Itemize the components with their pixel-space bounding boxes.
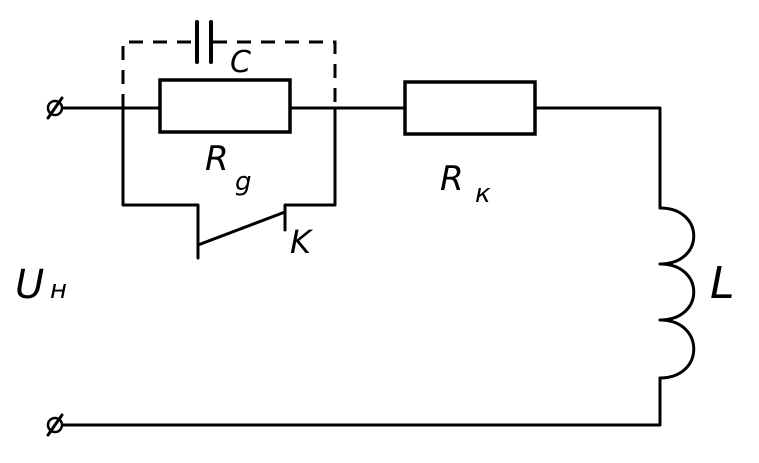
switch-contact <box>196 210 287 247</box>
label-inductor: L <box>710 258 735 309</box>
label-switch: K <box>290 223 314 261</box>
inductor-coil <box>658 206 696 380</box>
terminal-top <box>46 96 64 120</box>
terminal-bottom <box>46 413 64 437</box>
resistor-rk <box>403 80 537 136</box>
label-voltage: U <box>15 262 44 308</box>
wire-switch-right <box>283 106 337 232</box>
label-resistor-k-subscript: к <box>475 179 491 209</box>
label-resistor-k: R <box>440 159 464 199</box>
label-resistor-g-subscript: g <box>235 167 252 197</box>
wire-return <box>53 376 662 427</box>
label-capacitor: C <box>230 45 251 80</box>
wire-switch-left <box>121 106 200 260</box>
capacitor-dashed-branch-right <box>213 40 337 108</box>
label-resistor-g: R <box>205 139 229 179</box>
wire-rk-to-inductor <box>533 106 662 210</box>
label-voltage-subscript: н <box>50 275 67 305</box>
resistor-rg <box>158 78 292 134</box>
